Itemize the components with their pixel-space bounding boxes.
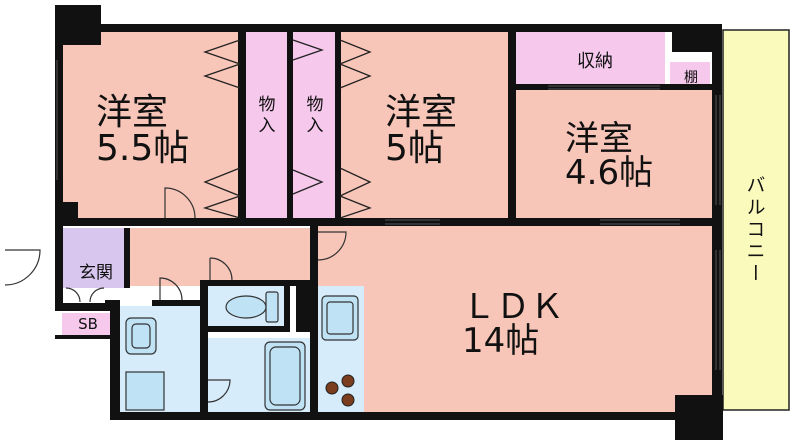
shoe-box-floor xyxy=(62,313,114,335)
entrance-label: 玄関 xyxy=(79,262,113,283)
western-room-3-label: 洋室 4.6帖 xyxy=(565,122,653,190)
closet-2-label: 物入 xyxy=(302,95,323,137)
western-room-2-name: 洋室 xyxy=(385,92,458,133)
closet-doors xyxy=(202,39,372,219)
washbasin-fixture xyxy=(125,317,165,411)
toilet-fixture xyxy=(225,291,279,323)
balcony-area xyxy=(722,29,790,411)
entrance-floor xyxy=(62,228,128,288)
shoe-box-label: SB xyxy=(78,315,98,333)
western-room-1-name: 洋室 xyxy=(96,92,169,133)
storage-label: 収納 xyxy=(577,51,613,72)
western-room-2-floor xyxy=(340,32,510,220)
storage-floor xyxy=(515,32,665,87)
stove-burners xyxy=(325,374,355,407)
closet-2-floor xyxy=(293,32,335,220)
closet-1-floor xyxy=(245,32,287,220)
balcony-label: バルコニー xyxy=(743,175,766,285)
western-room-1-label: 洋室 5.5帖 xyxy=(96,95,189,167)
hallway-floor xyxy=(128,228,313,286)
ldk-name: ＬＤＫ xyxy=(462,287,564,327)
western-room-2-size: 5帖 xyxy=(385,128,444,169)
bathtub-fixture xyxy=(264,341,306,411)
western-room-2-label: 洋室 5帖 xyxy=(385,95,457,167)
kitchen-sink xyxy=(321,295,359,341)
windows xyxy=(56,60,721,370)
western-room-3-floor xyxy=(515,90,715,220)
ldk-size: 14帖 xyxy=(462,321,540,361)
closet-1-label: 物入 xyxy=(254,95,275,137)
western-room-1-size: 5.5帖 xyxy=(96,128,190,169)
door-swings xyxy=(4,187,347,403)
shelf-label: 棚 xyxy=(684,70,698,86)
western-room-3-name: 洋室 xyxy=(565,119,633,159)
walls xyxy=(55,5,723,440)
western-room-3-size: 4.6帖 xyxy=(565,153,654,193)
western-room-1-floor xyxy=(62,32,240,220)
ldk-label: ＬＤＫ 14帖 xyxy=(462,290,564,358)
ldk-floor xyxy=(318,226,716,418)
